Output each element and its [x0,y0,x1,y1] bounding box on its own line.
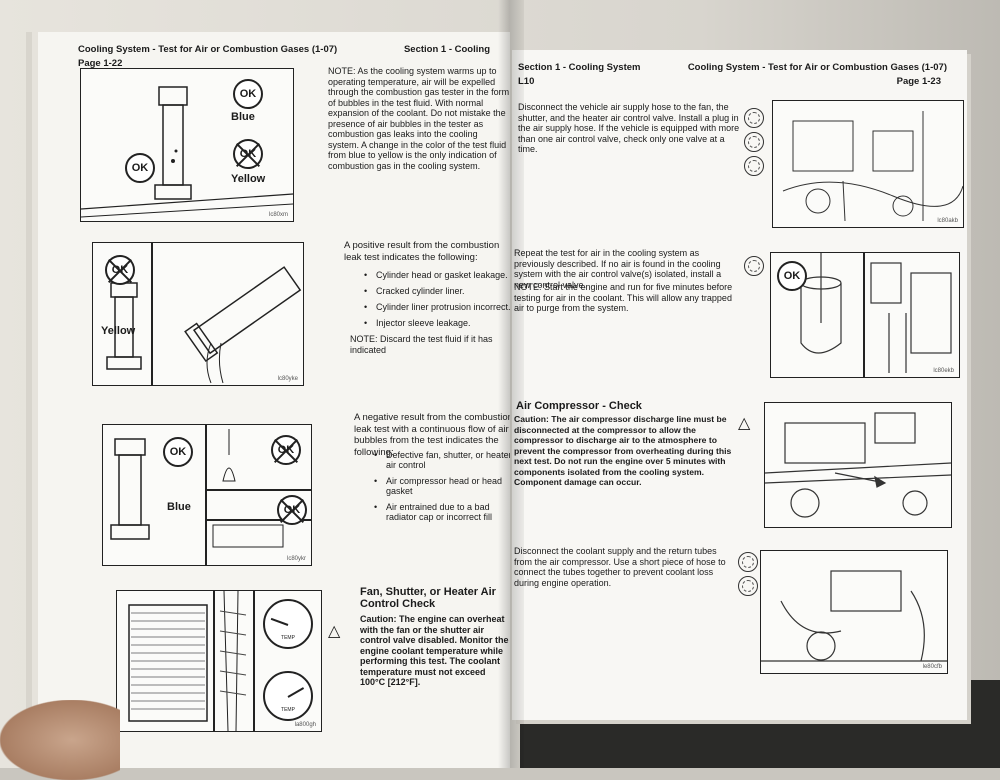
tester-bubbles-illustration [110,429,284,548]
caution-text: Caution: The engine can overheat with th… [360,614,509,687]
compressor-illustration [765,412,951,518]
figure-code: lc80akb [937,218,958,224]
figure-divider [205,425,207,565]
thumb [0,700,120,780]
figure-code: lc80yke [277,376,298,382]
temperature-strip-illustration [219,591,247,731]
list-item: Air compressor head or head gasket [374,476,510,496]
coolant-tubes-illustration [761,570,947,662]
gear-icon [744,108,764,128]
tester-pour-illustration [106,266,302,384]
gear-icon [738,576,758,596]
paragraph-start-engine-note: NOTE: Start the engine and run for five … [514,282,733,313]
warning-triangle-icon: △ [738,415,751,432]
list-item: Injector sleeve leakage. [364,318,510,328]
gear-icon [744,132,764,152]
figure-divider [205,519,311,521]
paragraph-repeat-test: Repeat the test for air in the cooling s… [514,248,722,290]
ok-symbol: OK [233,79,263,109]
figure-tester-positive: OK Yellow lc80yke [92,242,304,386]
paragraph-disconnect-coolant: Disconnect the coolant supply and the re… [514,546,726,588]
label-yellow: Yellow [231,173,266,185]
not-ok-symbol: OK [233,139,263,169]
tester-illustration [81,86,293,218]
figure-tester-ok: OK Blue OK OK Yellow lc80xm [80,68,294,222]
caution-text: Caution: The air compressor discharge li… [514,414,732,487]
label-yellow: Yellow [101,325,136,337]
figure-divider [253,591,255,731]
figure-divider [863,253,865,377]
left-header-title: Cooling System - Test for Air or Combust… [78,44,338,55]
right-header-model: L10 [518,76,535,87]
section-heading: Air Compressor - Check [516,400,642,412]
gear-icon [744,256,764,276]
label-blue: Blue [167,501,191,513]
temperature-gauge: TEMP [263,599,313,649]
left-header-section: Section 1 - Cooling [403,44,490,55]
figure-code: le80cfb [922,664,942,670]
positive-result-list: Cylinder head or gasket leakage. Cracked… [364,270,510,334]
label-blue: Blue [231,111,255,123]
left-page: Cooling System - Test for Air or Combust… [38,32,510,768]
ok-symbol: OK [777,261,807,291]
list-item: Cylinder liner protrusion incorrect. [364,302,510,312]
engine-illustration [782,111,963,222]
figure-tester-negative: OK OK OK Blue lc80ykr [102,424,312,566]
warning-triangle-icon: △ [328,623,341,640]
figure-air-supply-hose: lc80akb [772,100,964,228]
figure-divider [213,591,215,731]
paragraph-disconnect-air-supply: Disconnect the vehicle air supply hose t… [518,102,740,154]
ok-symbol: OK [163,437,193,467]
figure-code: lc80ekb [933,368,954,374]
not-ok-symbol: OK [105,255,135,285]
figure-shutter-gauges: TEMP TEMP la800gh [116,590,322,732]
not-ok-symbol: OK [271,435,301,465]
figure-tester-air-check: OK lc80ekb [770,252,960,378]
right-page: Section 1 - Cooling System Cooling Syste… [512,50,967,720]
list-item: Cracked cylinder liner. [364,286,510,296]
figure-code: lc80ykr [286,556,306,562]
paragraph-discard-note: NOTE: Discard the test fluid if it has i… [350,334,493,355]
list-item: Defective fan, shutter, or heater air co… [374,450,510,470]
book-spine-shadow [498,0,524,768]
figure-code: la800gh [294,722,316,728]
ok-symbol: OK [125,153,155,183]
right-header-page: Page 1-23 [896,76,941,87]
paragraph-positive-result: A positive result from the combustion le… [344,240,500,263]
eye-icon [744,156,764,176]
figure-divider [151,243,153,385]
list-item: Cylinder head or gasket leakage. [364,270,510,280]
gauge-label: TEMP [281,707,295,713]
gauge-label: TEMP [281,635,295,641]
figure-code: lc80xm [268,212,288,218]
figure-divider [205,489,311,491]
figure-air-compressor [764,402,952,528]
right-header-title: Cooling System - Test for Air or Combust… [687,62,947,73]
left-header-page: Page 1-22 [78,58,123,69]
not-ok-symbol: OK [277,495,307,525]
figure-coolant-tubes: le80cfb [760,550,948,674]
tester-engine-illustration [800,253,952,373]
shutter-illustration [128,604,208,722]
paragraph-note-air-bubbles: NOTE: As the cooling system warms up to … [328,66,510,171]
right-header-section: Section 1 - Cooling System [518,62,641,73]
list-item: Air entrained due to a bad radiator cap … [374,502,510,522]
section-heading: Fan, Shutter, or Heater Air Control Chec… [360,586,496,610]
temperature-gauge: TEMP [263,671,313,721]
gear-icon [738,552,758,572]
negative-result-list: Defective fan, shutter, or heater air co… [374,450,510,528]
